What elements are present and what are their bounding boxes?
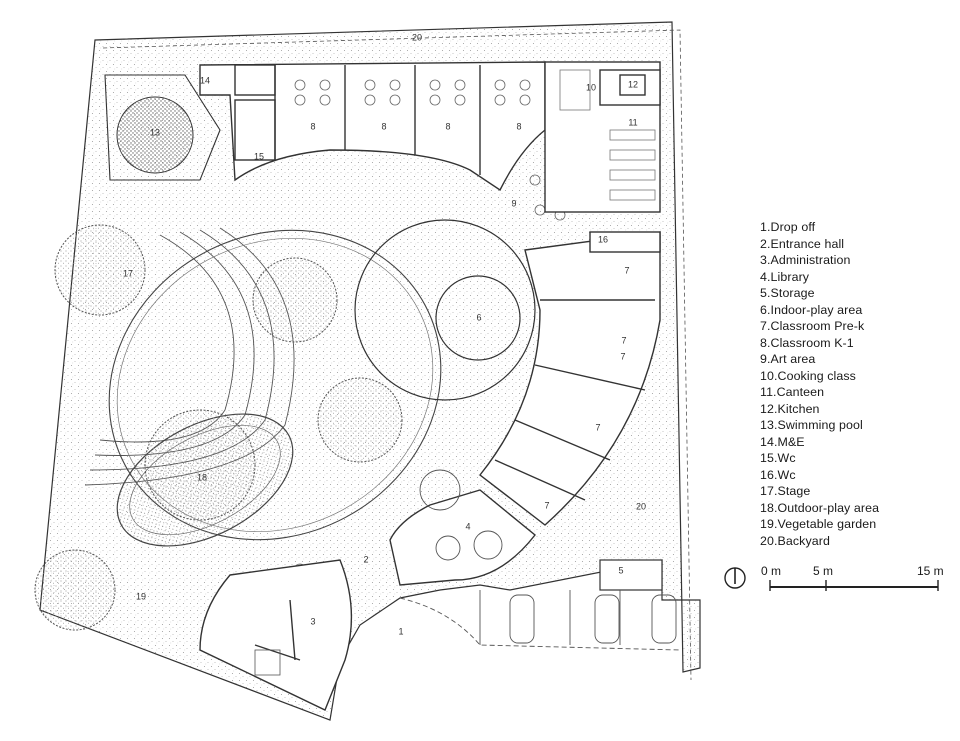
legend-item: 3.Administration <box>760 253 851 267</box>
room-number-8d: 8 <box>516 121 521 131</box>
building-east <box>479 231 661 526</box>
room-number-16: 16 <box>598 234 608 244</box>
building-north <box>199 61 546 192</box>
storage-block <box>599 559 663 591</box>
parking <box>399 590 681 651</box>
legend-item: 12.Kitchen <box>760 401 820 416</box>
room-number-17: 17 <box>123 268 133 278</box>
room-number-7d: 7 <box>595 422 600 432</box>
room-number-20a: 20 <box>412 32 422 42</box>
room-number-4: 4 <box>465 521 470 531</box>
room-number-13: 13 <box>150 127 160 137</box>
room-number-7b: 7 <box>620 351 625 361</box>
legend-item: 5.Storage <box>760 286 815 300</box>
legend-item: 18.Outdoor-play area <box>760 500 880 515</box>
room-number-7e: 7 <box>544 500 549 510</box>
room-number-15: 15 <box>254 151 264 161</box>
legend: 1.Drop off 2.Entrance hall 3.Administrat… <box>760 219 879 549</box>
room-number-1: 1 <box>398 626 403 636</box>
room-number-12: 12 <box>628 79 638 89</box>
room-number-8c: 8 <box>445 121 450 131</box>
scale-label-15: 15 m <box>917 564 944 578</box>
building-canteen <box>544 61 661 213</box>
legend-item: 7.Classroom Pre-k <box>760 319 865 333</box>
room-labels: 1 2 3 4 5 6 7 7 7 7 7 8 8 8 8 9 10 11 12… <box>123 32 646 636</box>
room-number-8b: 8 <box>381 121 386 131</box>
legend-item: 13.Swimming pool <box>760 418 863 432</box>
legend-item: 10.Cooking class <box>760 368 856 383</box>
legend-item: 19.Vegetable garden <box>760 517 877 531</box>
legend-item: 9.Art area <box>760 352 816 366</box>
legend-item: 8.Classroom K-1 <box>760 335 854 350</box>
swimming-pool <box>104 74 221 181</box>
room-number-19: 19 <box>136 591 146 601</box>
building-library <box>389 469 536 586</box>
legend-item: 16.Wc <box>760 467 796 482</box>
room-number-7c: 7 <box>621 335 626 345</box>
legend-item: 2.Entrance hall <box>760 236 845 251</box>
legend-item: 15.Wc <box>760 451 796 465</box>
legend-item: 17.Stage <box>760 484 811 498</box>
legend-item: 6.Indoor-play area <box>760 302 863 317</box>
legend-item: 4.Library <box>760 269 810 284</box>
legend-item: 1.Drop off <box>760 220 816 234</box>
room-number-5: 5 <box>618 565 623 575</box>
scale-label-5: 5 m <box>813 564 833 578</box>
room-number-10: 10 <box>586 82 596 92</box>
room-number-14: 14 <box>200 75 210 85</box>
room-number-6: 6 <box>476 312 481 322</box>
room-number-9: 9 <box>511 198 516 208</box>
room-number-3: 3 <box>310 616 315 626</box>
room-number-11: 11 <box>628 117 637 127</box>
room-number-2: 2 <box>363 554 368 564</box>
indoor-play-area <box>354 219 536 401</box>
scale-label-0: 0 m <box>761 564 781 578</box>
room-number-7a: 7 <box>624 265 629 275</box>
legend-item: 11.Canteen <box>760 385 825 399</box>
room-number-20b: 20 <box>636 501 646 511</box>
site-landscape <box>39 21 701 721</box>
room-number-8a: 8 <box>310 121 315 131</box>
trees <box>34 224 403 631</box>
building-admin <box>199 559 353 711</box>
legend-item: 20.Backyard <box>760 533 830 548</box>
scale-bar: 0 m 5 m 15 m <box>724 564 944 591</box>
room-number-18: 18 <box>197 472 207 482</box>
legend-item: 14.M&E <box>760 434 805 449</box>
